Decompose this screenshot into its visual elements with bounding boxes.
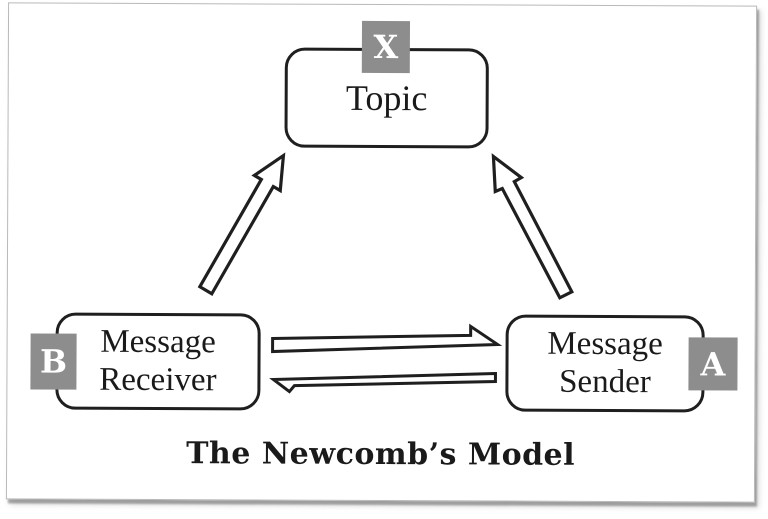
arrow-receiver-to-topic (197, 152, 286, 296)
node-receiver-line1: Message (100, 323, 216, 361)
arrow-receiver-to-sender (271, 323, 503, 354)
node-sender-line2: Sender (559, 363, 651, 400)
badge-x: X (361, 20, 411, 74)
diagram-card: Topic X Message Receiver B Message Sende… (5, 2, 758, 503)
arrow-sender-to-receiver (269, 371, 497, 394)
node-sender-label: Message Sender (547, 326, 663, 401)
node-receiver: Message Receiver (55, 312, 261, 411)
arrows-layer (197, 152, 575, 394)
diagram-title: The Newcomb’s Model (186, 436, 576, 473)
node-receiver-line2: Receiver (99, 361, 217, 398)
node-sender-line1: Message (547, 325, 663, 363)
badge-a: A (688, 337, 738, 391)
badge-b: B (30, 333, 77, 390)
node-receiver-label: Message Receiver (99, 324, 217, 399)
node-sender: Message Sender (505, 314, 705, 413)
node-topic-label: Topic (345, 77, 428, 119)
arrow-sender-to-topic (491, 153, 575, 300)
